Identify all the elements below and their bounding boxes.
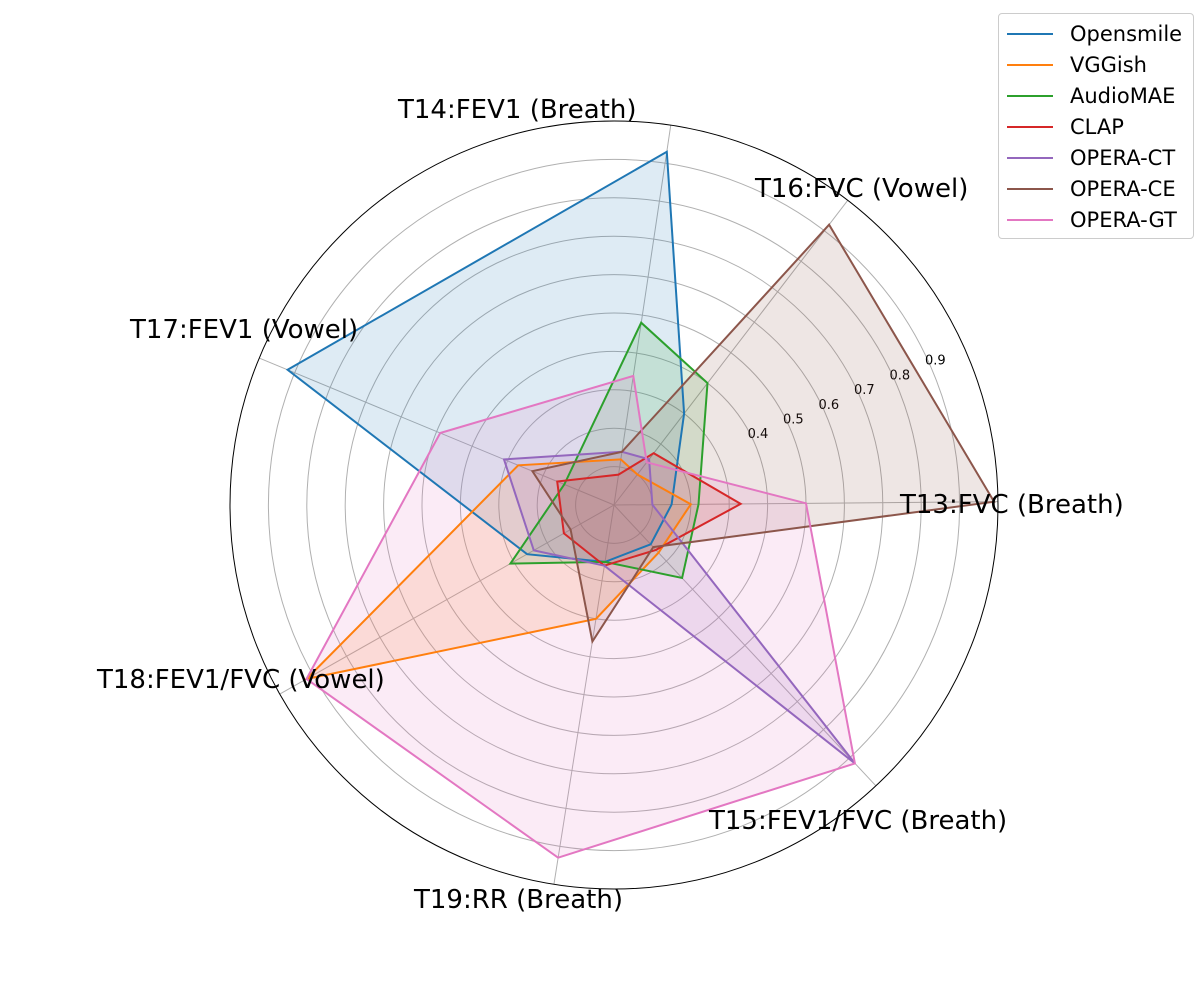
legend-item: VGGish bbox=[1007, 52, 1147, 78]
axis-label: T18:FEV1/FVC (Vowel) bbox=[96, 665, 385, 695]
legend-item: CLAP bbox=[1007, 114, 1124, 140]
series-fill-clap bbox=[557, 453, 741, 566]
series-line-audiomae bbox=[508, 321, 709, 580]
legend-label: AudioMAE bbox=[1070, 84, 1176, 108]
axis-label: T13:FVC (Breath) bbox=[899, 490, 1124, 520]
series-layer bbox=[285, 150, 996, 859]
legend-label: OPERA-CT bbox=[1070, 146, 1176, 170]
legend-item: OPERA-CT bbox=[1007, 145, 1175, 171]
grid-spoke bbox=[259, 357, 615, 506]
legend-swatch bbox=[1007, 95, 1053, 97]
grid-spoke bbox=[553, 504, 615, 885]
series-line-opensmile bbox=[285, 150, 686, 563]
legend-label: OPERA-CE bbox=[1070, 177, 1176, 201]
grid-circle bbox=[383, 274, 845, 736]
axis-label: T17:FEV1 (Vowel) bbox=[129, 315, 358, 345]
series-fill-opera-gt bbox=[306, 375, 855, 858]
grid-spoke bbox=[613, 125, 672, 506]
legend-label: CLAP bbox=[1070, 115, 1124, 139]
radial-tick-label: 0.4 bbox=[748, 427, 769, 442]
series-line-clap bbox=[556, 452, 743, 567]
legend-item: Opensmile bbox=[1007, 21, 1182, 47]
grid-circle bbox=[306, 197, 922, 813]
legend-label: VGGish bbox=[1070, 53, 1147, 77]
outer-frame bbox=[229, 120, 999, 890]
legend-swatch bbox=[1007, 33, 1053, 35]
legend-swatch bbox=[1007, 126, 1053, 128]
radial-tick-label: 0.7 bbox=[854, 383, 875, 398]
legend-swatch bbox=[1007, 188, 1053, 190]
legend-label: Opensmile bbox=[1070, 22, 1183, 46]
legend-swatch bbox=[1007, 64, 1053, 66]
radial-tick-label: 0.6 bbox=[819, 398, 840, 413]
series-line-opera-ce bbox=[530, 223, 996, 645]
radial-tick-label: 0.9 bbox=[925, 354, 946, 369]
series-line-opera-ct bbox=[502, 450, 856, 765]
grid-spoke bbox=[613, 504, 877, 787]
series-line-vggish bbox=[303, 458, 693, 681]
series-fill-opera-ce bbox=[532, 224, 995, 642]
legend-label: OPERA-GT bbox=[1070, 208, 1177, 232]
series-fill-vggish bbox=[306, 459, 691, 679]
legend-item: OPERA-GT bbox=[1007, 207, 1177, 233]
radial-tick-label: 0.8 bbox=[889, 368, 910, 383]
series-fill-opera-ct bbox=[504, 451, 855, 764]
axis-label: T19:RR (Breath) bbox=[413, 885, 623, 915]
radial-tick-label: 0.5 bbox=[783, 413, 804, 428]
grid-spoke bbox=[279, 504, 615, 695]
grid-circle bbox=[498, 389, 730, 621]
axis-label: T16:FVC (Vowel) bbox=[754, 174, 968, 204]
axis-labels: T13:FVC (Breath) T16:FVC (Vowel) T14:FEV1 … bbox=[96, 95, 1124, 915]
axis-label: T15:FEV1/FVC (Breath) bbox=[708, 806, 1007, 836]
grid-circle bbox=[267, 158, 961, 852]
legend-swatch bbox=[1007, 219, 1053, 221]
grid-circle bbox=[344, 235, 884, 775]
grid-circle bbox=[459, 350, 769, 660]
legend-item: OPERA-CE bbox=[1007, 176, 1176, 202]
axis-label: T14:FEV1 (Breath) bbox=[397, 95, 637, 125]
series-line-opera-gt bbox=[305, 374, 857, 859]
legend-item: AudioMAE bbox=[1007, 83, 1175, 109]
legend-swatch bbox=[1007, 157, 1053, 159]
